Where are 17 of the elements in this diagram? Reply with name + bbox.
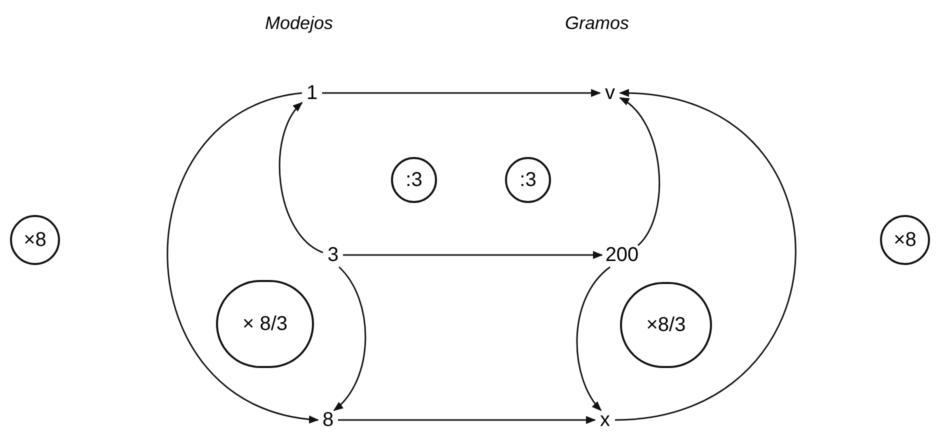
quantity-label: 1 bbox=[302, 81, 322, 105]
arrow bbox=[166, 92, 319, 422]
arrow bbox=[322, 89, 601, 97]
quantity-label: 8 bbox=[318, 408, 338, 432]
arrow bbox=[338, 416, 596, 424]
column-heading: Modejos bbox=[265, 14, 334, 32]
arrow bbox=[576, 266, 610, 412]
arrow bbox=[619, 97, 660, 246]
arrow bbox=[278, 102, 324, 254]
arrow bbox=[333, 266, 366, 412]
quantity-label: 3 bbox=[323, 243, 343, 267]
column-heading: Gramos bbox=[565, 14, 630, 32]
quantity-label: x bbox=[595, 408, 615, 432]
quantity-label: v bbox=[600, 81, 620, 105]
quantity-label: 200 bbox=[602, 243, 642, 267]
arrow bbox=[343, 251, 603, 259]
arrow bbox=[614, 90, 796, 421]
